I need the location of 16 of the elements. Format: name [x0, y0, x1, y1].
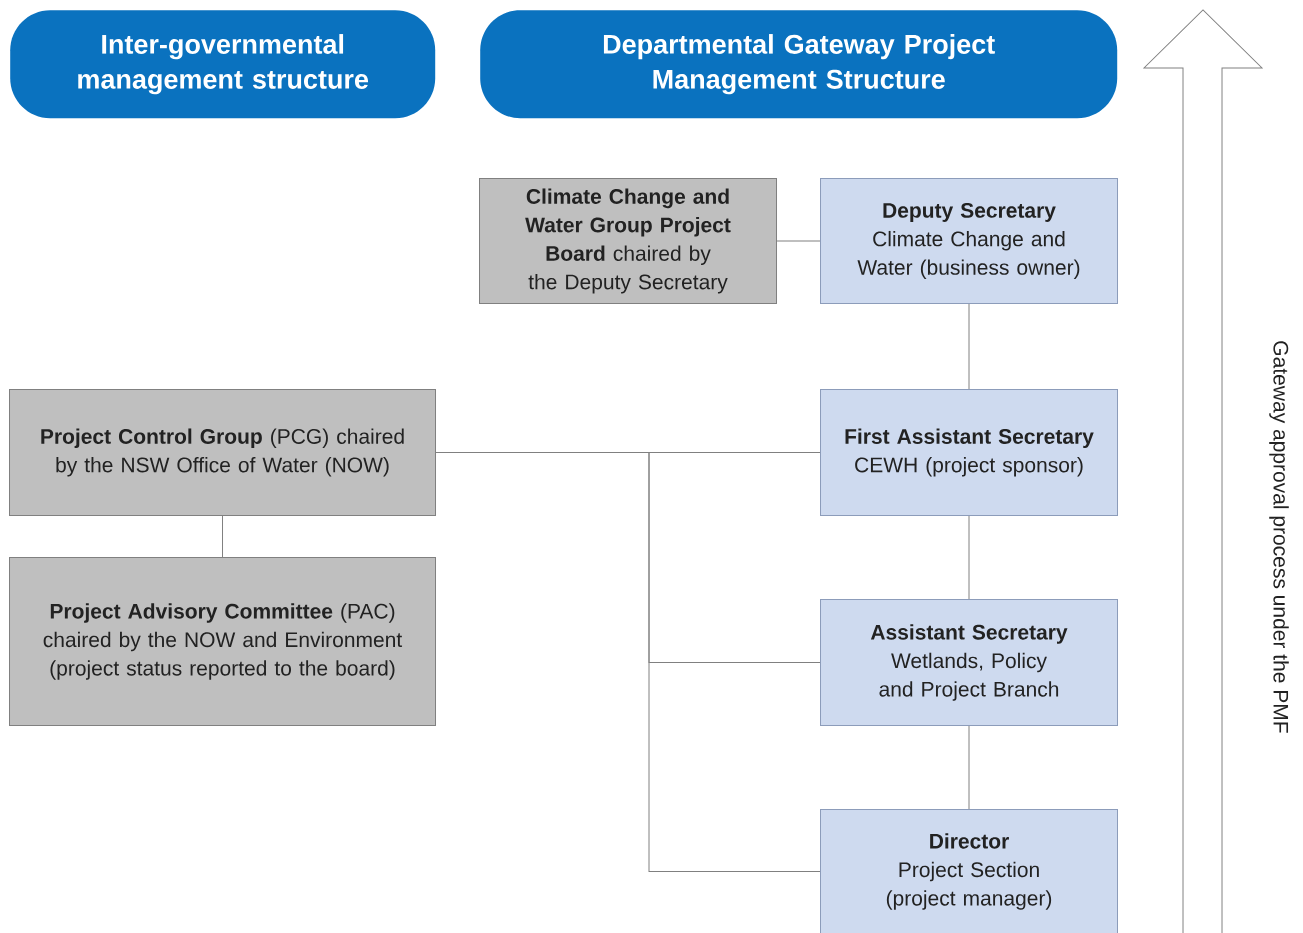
header-banner: Inter-governmental management structure — [10, 10, 436, 119]
committee-box: Climate Change and Water Group Project Board chaired by the Deputy Secretary — [479, 178, 777, 304]
connector-line — [222, 515, 223, 558]
connector-line — [968, 725, 970, 810]
committee-box: Project Advisory Committee (PAC) chaired by the NOW and Environment (project status reported to the board) — [9, 557, 436, 726]
connector-line — [435, 452, 821, 872]
header-banner: Departmental Gateway Project Management Structure — [480, 10, 1118, 119]
connector-line — [968, 303, 970, 390]
role-box: Assistant Secretary Wetlands, Policy and Project Branch — [820, 599, 1118, 726]
role-box: First Assistant Secretary CEWH (project sponsor) — [820, 389, 1118, 516]
connector-line — [968, 515, 970, 600]
arrow-label: Gateway approval process under the PMF — [1269, 341, 1289, 733]
role-box: Deputy Secretary Climate Change and Water (business owner) — [820, 178, 1118, 304]
committee-box: Project Control Group (PCG) chaired by the NSW Office of Water (NOW) — [9, 389, 436, 516]
role-box: Director Project Section (project manager) — [820, 809, 1118, 933]
connector-line — [776, 240, 821, 242]
